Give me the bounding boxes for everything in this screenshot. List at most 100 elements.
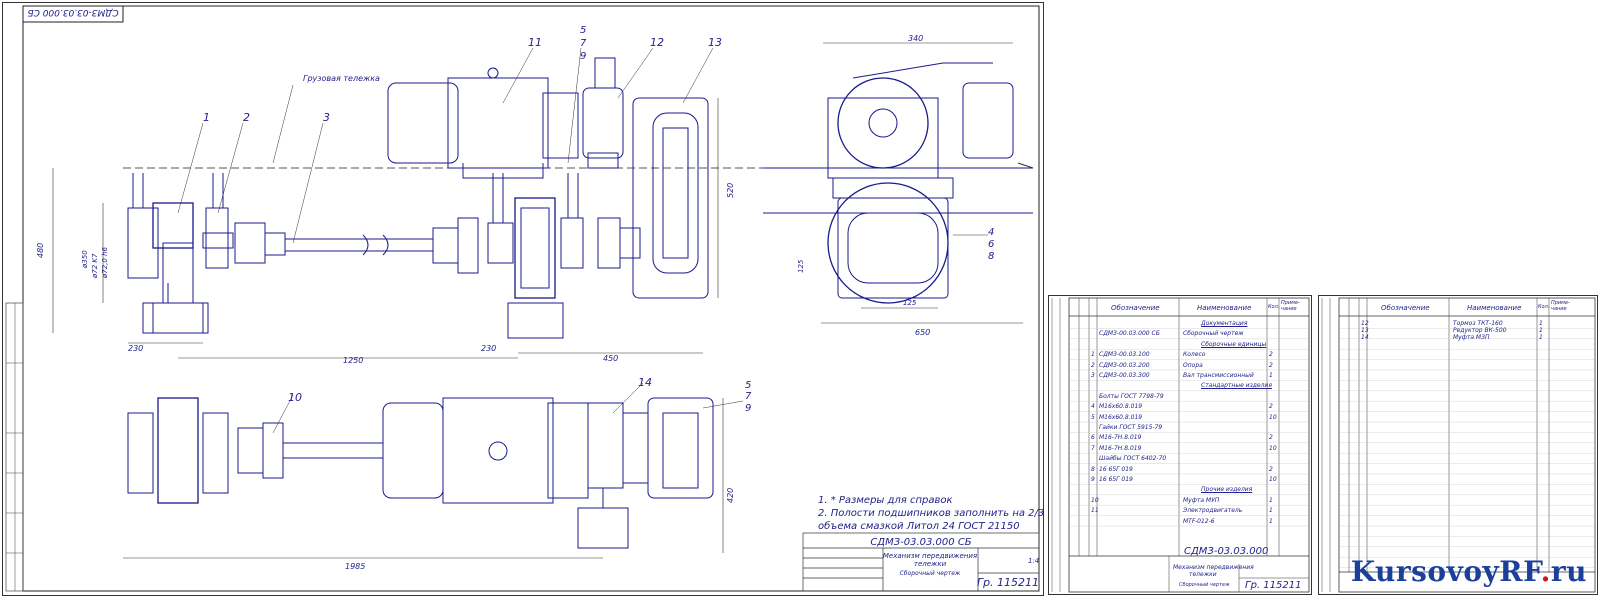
dim-650: 650: [915, 328, 930, 337]
callout-5: 5: [580, 25, 586, 36]
dim-230b: 230: [481, 344, 496, 353]
spec1-row-pos: 8: [1091, 465, 1095, 473]
callout-9: 9: [580, 51, 586, 62]
title-group: Гр. 115211: [977, 576, 1039, 589]
spec2-row-pos: 13: [1361, 327, 1369, 334]
spec1-row-pos: 11: [1091, 507, 1099, 515]
spec2-row-name: Редуктор ВК-500: [1453, 327, 1507, 334]
callout-4: 4: [988, 227, 994, 238]
spec1-row-name: Электродвигатель: [1183, 507, 1243, 515]
callout-2: 2: [243, 111, 250, 124]
dim-125b: 125: [903, 299, 917, 307]
spec1-stamp-group: Гр. 115211: [1245, 580, 1302, 591]
dim-340: 340: [908, 34, 923, 43]
spec1-row-qty: 1: [1269, 372, 1273, 379]
spec1-section-title: Стандартные изделия: [1201, 382, 1272, 390]
spec1-row-designation: СДМЗ-00.03.100: [1099, 351, 1150, 359]
title-block: [802, 532, 1040, 592]
callout-3: 3: [323, 111, 330, 124]
spec1-row-pos: 5: [1091, 413, 1095, 421]
spec1-section-title: Прочие изделия: [1201, 486, 1253, 494]
callout-7: 7: [580, 38, 587, 49]
dim-230a: 230: [128, 344, 143, 353]
spec1-row-designation: М16-7Н.8.019: [1099, 444, 1142, 452]
spec1-row-qty: 2: [1269, 465, 1273, 473]
spec1-row-designation: М16х60.8.019: [1099, 403, 1143, 411]
spec1-row-designation: СДМЗ-00.03.200: [1099, 361, 1150, 369]
spec1-row-name: Колесо: [1183, 351, 1206, 359]
spec1-stamp-name2: тележки: [1189, 571, 1217, 578]
dim-125a: 125: [797, 259, 805, 273]
cart-label: Грузовая тележка: [303, 74, 380, 83]
callout-14: 14: [638, 376, 652, 389]
dim-k7: ø72 K7: [91, 253, 99, 279]
dim-420: 420: [726, 488, 735, 503]
dim-520: 520: [726, 183, 735, 198]
title-name1: Механизм передвижения: [883, 552, 977, 560]
spec2-header-name: Наименование: [1467, 304, 1522, 312]
spec1-row-qty: 2: [1269, 361, 1273, 369]
spec-sheet-2: Обозначение Наименование Кол. Приме-чани…: [1318, 295, 1598, 595]
title-code: СДМЗ-03.03.000 СБ: [870, 537, 971, 548]
spec1-row-name: Опора: [1183, 361, 1203, 369]
spec1-row-qty: 1: [1269, 517, 1273, 525]
plan-view: [123, 382, 744, 559]
note-2: 2. Полости подшипников заполнить на 2/3: [818, 508, 1043, 519]
spec1-row-qty: 2: [1269, 403, 1273, 411]
title-name2: тележки: [914, 560, 947, 568]
spec2-row-qty: 1: [1539, 320, 1543, 327]
spec1-row-qty: 1: [1269, 496, 1273, 504]
callout-6: 6: [988, 239, 994, 250]
spec1-row-name: Муфта МУП: [1183, 496, 1220, 504]
spec1-row-qty: 2: [1269, 351, 1273, 359]
spec2-row-name: Муфта МЗП: [1453, 334, 1490, 341]
spec1-row-designation: СДМЗ-00.03.000 СБ: [1099, 330, 1160, 338]
callout-7b: 7: [745, 391, 752, 402]
spec1-row-pos: 6: [1091, 434, 1095, 442]
spec1-row-name: Вал трансмиссионный: [1183, 372, 1254, 379]
spec1-row-pos: 3: [1091, 372, 1095, 379]
spec1-row-name: Сборочный чертеж: [1183, 330, 1244, 338]
spec2-row-name: Тормоз ТКТ-160: [1453, 320, 1503, 327]
callout-5b: 5: [745, 380, 751, 391]
front-view: [52, 47, 763, 359]
callout-1: 1: [203, 111, 210, 124]
spec1-row-pos: 4: [1091, 403, 1095, 411]
spec1-row-designation: М16х60.8.019: [1099, 413, 1143, 421]
spec-sheet-2-grid: [1321, 297, 1596, 593]
title-sub: Сборочный чертеж: [900, 570, 961, 577]
spec1-row-designation: 16 65Г 019: [1099, 465, 1133, 473]
spec1-header-designation: Обозначение: [1111, 304, 1160, 312]
dim-1985: 1985: [345, 562, 365, 571]
dim-350: ø350: [81, 250, 89, 269]
callout-9b: 9: [745, 403, 751, 414]
dim-450: 450: [603, 354, 618, 363]
spec1-row-pos: 2: [1091, 361, 1095, 369]
spec2-header-note: Приме-чание: [1551, 300, 1570, 312]
callout-13: 13: [708, 36, 722, 49]
drawing-sheet: СДМЗ-03.03.000 СБ: [2, 2, 1044, 596]
watermark-text: KursovoyRF: [1350, 555, 1541, 588]
spec2-row-pos: 12: [1361, 320, 1369, 327]
watermark-tld: ru: [1550, 555, 1587, 588]
spec2-row-pos: 14: [1361, 334, 1369, 341]
note-1: 1. * Размеры для справок: [818, 495, 953, 506]
drawing-canvas: СДМЗ-03.03.000 СБ: [5, 5, 1044, 592]
spec1-section-title: Сборочные единицы: [1201, 340, 1267, 348]
spec2-header-qty: Кол.: [1538, 304, 1550, 310]
dim-h6: ø72,0 h6: [101, 246, 109, 279]
spec1-row-name: МТF-012-6: [1183, 517, 1215, 525]
spec1-row-designation: М16-7Н.8.019: [1099, 434, 1142, 442]
title-scale: 1:4: [1028, 557, 1039, 565]
spec1-row-designation: Шайбы ГОСТ 6402-70: [1099, 455, 1167, 463]
spec1-header-note: Приме-чание: [1281, 300, 1300, 312]
spec1-section-title: Документация: [1201, 320, 1248, 327]
spec1-stamp-sub: Сборочный чертеж: [1179, 582, 1230, 588]
watermark[interactable]: KursovoyRF.ru: [1351, 555, 1587, 588]
spec1-row-pos: 10: [1091, 496, 1099, 504]
spec1-row-designation: 16 65Г 019: [1099, 476, 1133, 483]
callout-8: 8: [988, 251, 994, 262]
spec1-header-qty: Кол.: [1268, 304, 1280, 310]
spec1-stamp-name1: Механизм передвижения: [1173, 564, 1254, 571]
callout-10: 10: [288, 391, 302, 404]
